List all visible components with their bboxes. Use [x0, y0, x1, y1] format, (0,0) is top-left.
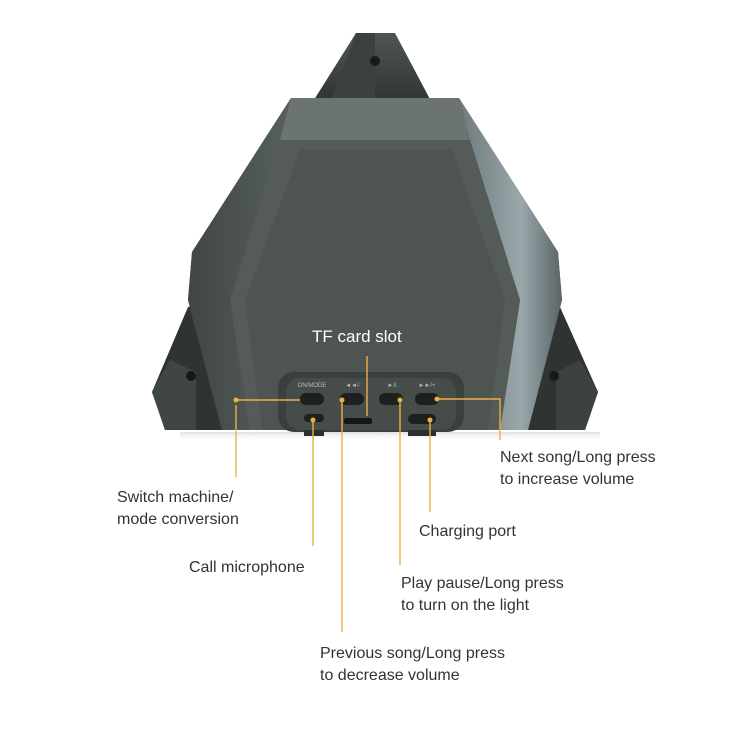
- tf-card-slot: [344, 418, 372, 424]
- prev-button: [340, 393, 364, 405]
- label-play-pause: Play pause/Long press to turn on the lig…: [401, 573, 564, 617]
- label-tf-card-slot: TF card slot: [312, 326, 402, 348]
- label-switch-machine: Switch machine/ mode conversion: [117, 487, 239, 531]
- speaker-body: [188, 98, 562, 430]
- label-previous-song: Previous song/Long press to decrease vol…: [320, 643, 505, 687]
- next-button: [415, 393, 439, 405]
- label-call-microphone: Call microphone: [189, 557, 305, 579]
- play-button: [379, 393, 403, 405]
- button-label: ON/MODE: [298, 383, 327, 389]
- label-line: Switch machine/: [117, 489, 234, 506]
- label-line: to increase volume: [500, 471, 635, 488]
- button-label: ►►/+: [418, 383, 436, 389]
- label-line: Previous song/Long press: [320, 645, 505, 662]
- label-line: Play pause/Long press: [401, 575, 564, 592]
- screw-icon: [370, 56, 380, 66]
- label-line: to turn on the light: [401, 597, 530, 614]
- screw-icon: [186, 371, 196, 381]
- label-charging-port: Charging port: [419, 521, 516, 543]
- control-panel: ON/MODE ◄◄/- ►II ►►/+: [278, 372, 464, 436]
- mode-button: [300, 393, 324, 405]
- top-peak: [312, 33, 432, 103]
- label-line: Call microphone: [189, 559, 305, 576]
- callout-line-next: [437, 398, 501, 440]
- button-label: ◄◄/-: [345, 383, 361, 389]
- label-next-song: Next song/Long press to increase volume: [500, 447, 656, 491]
- screw-icon: [549, 371, 559, 381]
- label-line: to decrease volume: [320, 667, 460, 684]
- label-line: mode conversion: [117, 511, 239, 528]
- label-line: Next song/Long press: [500, 449, 656, 466]
- button-label: ►II: [387, 383, 397, 389]
- label-line: TF card slot: [312, 327, 402, 346]
- floor-shadow: [180, 432, 600, 442]
- label-line: Charging port: [419, 523, 516, 540]
- callout-lines: [235, 398, 501, 632]
- callout-dots: [233, 396, 440, 423]
